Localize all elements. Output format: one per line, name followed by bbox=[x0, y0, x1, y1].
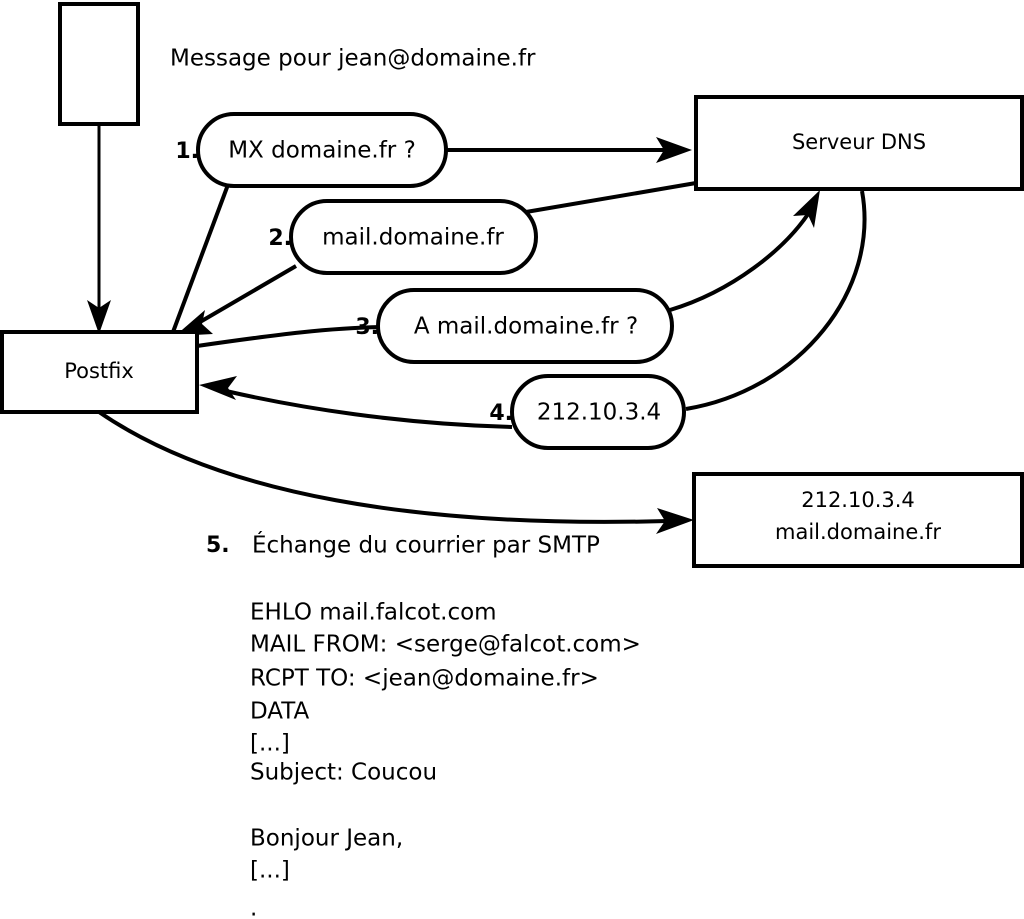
arrowhead-icon bbox=[656, 137, 692, 163]
transcript-line: MAIL FROM: <serge@falcot.com> bbox=[250, 632, 641, 658]
step-4-number: 4. bbox=[489, 401, 513, 426]
step-2-bubble[interactable] bbox=[289, 199, 538, 275]
edge-step2-to-postfix bbox=[175, 264, 298, 336]
node-dns-box[interactable] bbox=[694, 95, 1024, 191]
node-mailserver-hostname: mail.domaine.fr bbox=[775, 520, 941, 544]
step-3-label: A mail.domaine.fr ? bbox=[414, 314, 638, 340]
arrowhead-icon bbox=[199, 376, 237, 400]
step-4-group[interactable]: 4. 212.10.3.4 bbox=[489, 374, 686, 450]
node-postfix-label: Postfix bbox=[64, 359, 134, 383]
node-postfix-box[interactable] bbox=[0, 330, 199, 414]
step-2-label: mail.domaine.fr bbox=[322, 225, 504, 251]
node-mailserver-box[interactable] bbox=[692, 472, 1024, 568]
transcript-line: Subject: Coucou bbox=[250, 760, 437, 786]
arrowhead-icon bbox=[87, 300, 111, 334]
edge-postfix-to-mailserver bbox=[97, 410, 694, 534]
smtp-transcript: EHLO mail.falcot.com MAIL FROM: <serge@f… bbox=[250, 600, 641, 919]
step-1-group[interactable]: 1. MX domaine.fr ? bbox=[175, 112, 448, 188]
step-2-number: 2. bbox=[268, 226, 292, 251]
transcript-line: EHLO mail.falcot.com bbox=[250, 600, 497, 626]
page-title: Message pour jean@domaine.fr bbox=[170, 46, 536, 72]
transcript-line: Bonjour Jean, bbox=[250, 826, 403, 852]
edge-dns-to-step4 bbox=[685, 190, 867, 411]
transcript-line: [...] bbox=[250, 731, 290, 757]
transcript-line: [...] bbox=[250, 858, 290, 884]
arrowhead-icon bbox=[175, 310, 213, 336]
edge-step1-to-dns bbox=[443, 137, 692, 163]
step-3-group[interactable]: 3. A mail.domaine.fr ? bbox=[355, 288, 674, 364]
transcript-line: RCPT TO: <jean@domaine.fr> bbox=[250, 666, 599, 692]
step-2-group[interactable]: 2. mail.domaine.fr bbox=[268, 199, 538, 275]
step-3-bubble[interactable] bbox=[376, 288, 674, 364]
arrowhead-icon bbox=[656, 508, 694, 534]
step-5-number: 5. bbox=[206, 533, 230, 558]
step-1-bubble[interactable] bbox=[196, 112, 448, 188]
step-4-bubble[interactable] bbox=[510, 374, 686, 450]
arrowhead-icon bbox=[793, 190, 820, 228]
step-3-number: 3. bbox=[355, 315, 379, 340]
node-client-box[interactable] bbox=[58, 2, 140, 126]
transcript-line: DATA bbox=[250, 699, 310, 725]
step-5-label: Échange du courrier par SMTP bbox=[252, 531, 600, 559]
step-1-label: MX domaine.fr ? bbox=[228, 138, 416, 164]
edge-step4-to-postfix bbox=[199, 376, 513, 429]
node-dns-label: Serveur DNS bbox=[792, 130, 926, 154]
step-4-label: 212.10.3.4 bbox=[537, 400, 661, 426]
node-mailserver-ip: 212.10.3.4 bbox=[801, 488, 915, 512]
edge-step1-tail bbox=[171, 181, 231, 333]
edge-postfix-to-step3 bbox=[196, 325, 382, 348]
step-1-number: 1. bbox=[175, 139, 199, 164]
transcript-line: . bbox=[250, 896, 257, 919]
edge-client-to-postfix bbox=[87, 124, 111, 334]
edge-step3-to-dns bbox=[669, 190, 820, 312]
